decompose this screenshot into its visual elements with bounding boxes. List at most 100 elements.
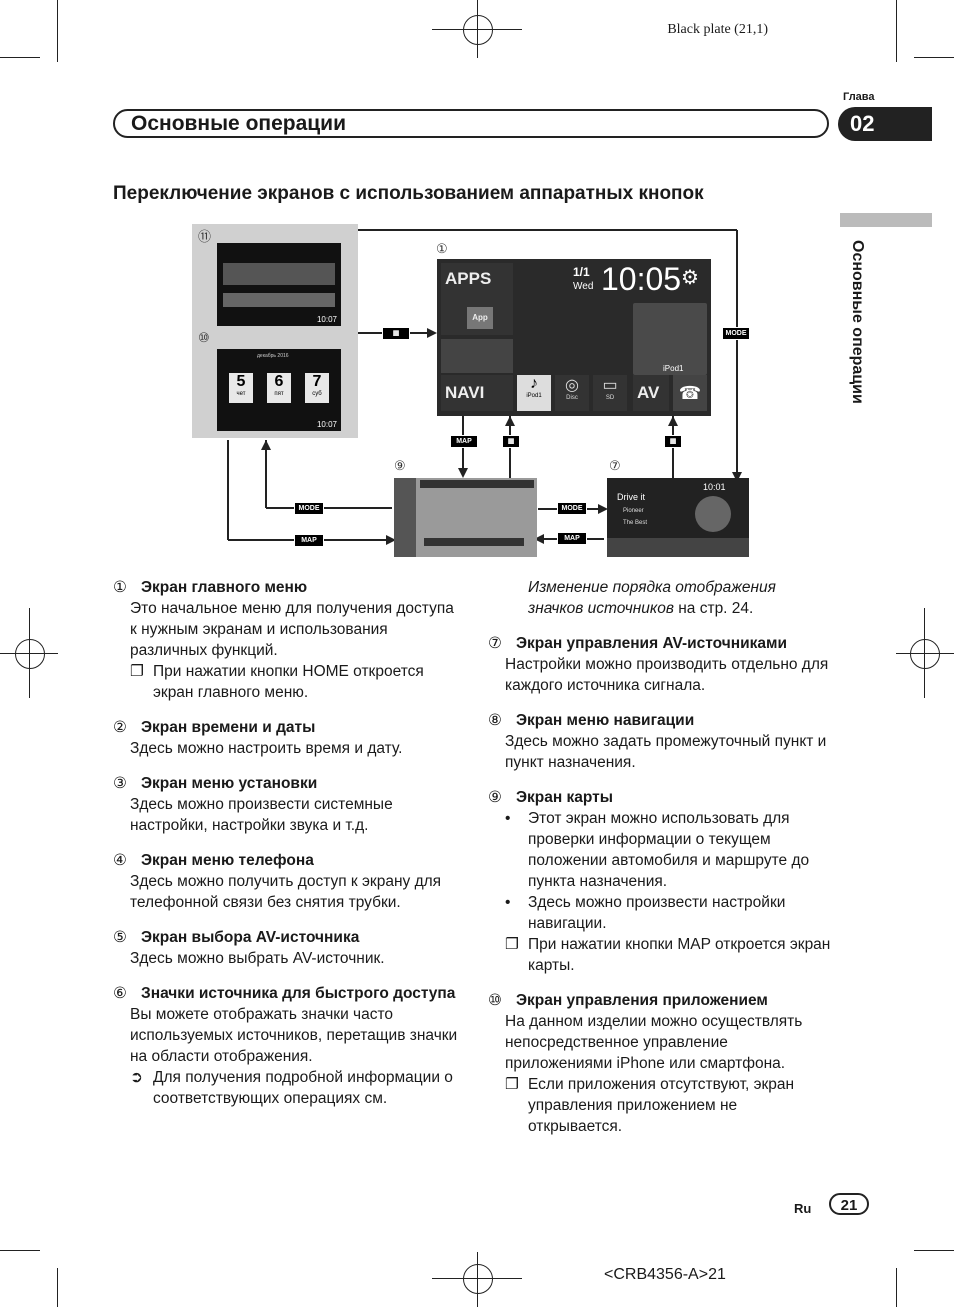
item-number: ⑤ — [113, 929, 127, 946]
language-label: Ru — [794, 1201, 812, 1216]
item-title: Экран управления приложением — [516, 992, 768, 1009]
registration-mark — [463, 1264, 493, 1294]
checkbox-icon: ❐ — [130, 663, 144, 680]
apps-tile[interactable]: APPS App — [441, 263, 513, 335]
home-key-icon: ▦ — [382, 327, 410, 340]
source-ipod-button[interactable]: ♪iPod1 — [517, 375, 551, 411]
weekday: суб — [312, 391, 322, 397]
home-key-icon: ▦ — [664, 435, 682, 448]
crop-mark — [57, 0, 58, 62]
item-title: Экран главного меню — [141, 579, 308, 596]
item-number: ⑩ — [488, 992, 502, 1009]
date-label: 1/1 — [573, 265, 590, 279]
item-note: ❐ При нажатии кнопки MAP откроется экран … — [488, 934, 833, 976]
document-code: <CRB4356-A>21 — [604, 1266, 726, 1283]
side-tab-bar — [840, 213, 932, 227]
item-body: Здесь можно произвести системные настрой… — [130, 796, 393, 834]
item-heading: ⑥ Значки источника для быстрого доступа — [113, 983, 458, 1004]
album-art[interactable]: iPod1 — [633, 303, 707, 375]
item-body: Здесь можно получить доступ к экрану для… — [130, 873, 442, 911]
item-body: Это начальное меню для получения доступа… — [130, 600, 454, 659]
source-disc-label: Disc — [566, 395, 578, 401]
checkbox-icon: ❐ — [505, 1076, 519, 1093]
mode-key: MODE — [722, 327, 750, 340]
note-text: При нажатии кнопки MAP откроется экран к… — [528, 936, 831, 974]
item-title: Экран управления AV-источниками — [516, 635, 788, 652]
registration-mark — [463, 15, 493, 45]
callout-9: ⑨ — [394, 458, 406, 473]
map-street-bar — [420, 480, 534, 488]
checkbox-icon: ❐ — [505, 936, 519, 953]
source-sd-button[interactable]: ▭SD — [593, 375, 627, 411]
main-menu-screen: APPS App 1/1 Wed 10:05 ⚙ NAVI iPod1 ♪iPo… — [437, 259, 711, 416]
item-title: Значки источника для быстрого доступа — [141, 985, 456, 1002]
app-dock — [223, 293, 335, 307]
right-column: Изменение порядка отображения значков ис… — [488, 577, 833, 1151]
crop-mark — [0, 1250, 40, 1251]
av-album-art — [695, 496, 731, 532]
crop-mark — [29, 608, 30, 698]
mode-key: MODE — [557, 502, 587, 515]
day-number: 7 — [312, 373, 322, 390]
bullet-text: Здесь можно произвести настройки навигац… — [528, 894, 786, 932]
navi-map-tile[interactable] — [441, 339, 513, 373]
av-tile[interactable]: AV — [633, 375, 669, 411]
item-title: Экран меню телефона — [141, 852, 314, 869]
item-heading: ⑩ Экран управления приложением — [488, 990, 833, 1011]
ref-link[interactable]: Изменение порядка отображения значков ис… — [528, 579, 776, 617]
source-disc-button[interactable]: ◎Disc — [555, 375, 589, 411]
page-number: 21 — [829, 1193, 869, 1215]
bullet: •Этот экран можно использовать для прове… — [488, 808, 833, 892]
av-track-title: Drive it — [617, 492, 646, 502]
day-number: 5 — [236, 373, 246, 390]
map-key: MAP — [557, 532, 587, 545]
registration-mark — [910, 639, 940, 669]
item-number: ⑥ — [113, 985, 127, 1002]
source-ipod-label: iPod1 — [526, 393, 542, 399]
map-key: MAP — [450, 435, 478, 448]
item-number: ④ — [113, 852, 127, 869]
navi-tile[interactable]: NAVI — [441, 375, 513, 411]
av-control-bar[interactable] — [607, 538, 749, 557]
map-route-bar — [424, 538, 524, 546]
item-title: Экран меню навигации — [516, 712, 695, 729]
note-text: Для получения подробной информации о соо… — [153, 1069, 453, 1107]
callout-7: ⑦ — [609, 458, 621, 473]
side-title: Основные операции — [849, 240, 866, 404]
item-note: ➲Для получения подробной информации о со… — [113, 1067, 458, 1109]
settings-gear-icon[interactable]: ⚙ — [681, 267, 699, 289]
phone-icon[interactable]: ☎ — [673, 375, 707, 411]
home-key-icon: ▦ — [502, 435, 520, 448]
apps-label: APPS — [445, 269, 492, 288]
av-label: AV — [637, 383, 660, 402]
source-sd-label: SD — [605, 395, 615, 401]
crop-mark — [914, 57, 954, 58]
registration-mark — [15, 639, 45, 669]
crop-mark — [477, 1252, 478, 1307]
callout-1: ① — [436, 241, 448, 256]
crop-mark — [896, 653, 954, 654]
day-number: 6 — [274, 373, 284, 390]
weekday: пят — [274, 391, 284, 397]
app-icons-row — [223, 263, 335, 285]
bullet-icon: • — [505, 810, 511, 827]
callout-10: ⑩ — [198, 330, 210, 345]
app-icon: App — [467, 307, 493, 329]
